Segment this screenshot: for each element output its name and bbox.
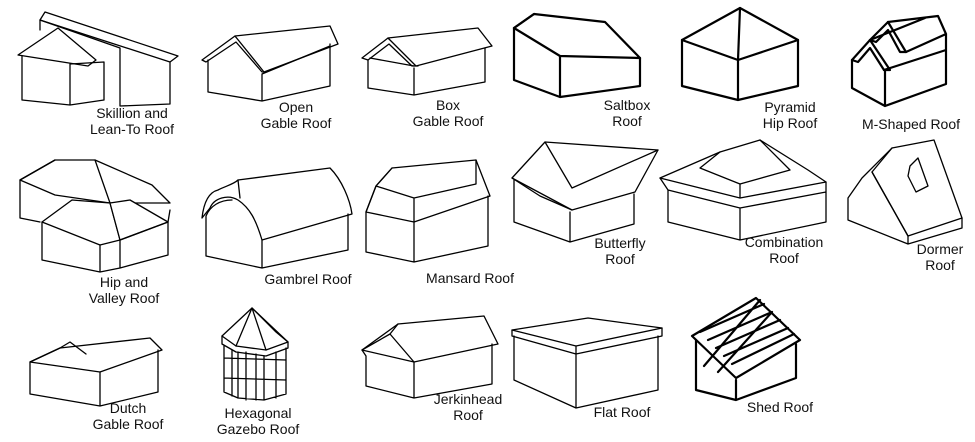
flat-roof-drawing: [511, 317, 663, 409]
open-gable-roof-drawing: [201, 25, 339, 102]
mansard-roof-drawing: [365, 159, 491, 263]
roof-label: Flat Roof: [594, 404, 651, 420]
butterfly-roof-drawing: [511, 141, 659, 243]
box-gable-roof-drawing: [361, 27, 493, 96]
dormer-roof-drawing: [847, 139, 963, 245]
roof-label: Gambrel Roof: [264, 271, 351, 287]
hexagonal-gazebo-roof-drawing: [221, 307, 289, 401]
gambrel-roof-drawing: [201, 167, 353, 269]
roof-label: M-Shaped Roof: [862, 116, 960, 132]
combination-roof-drawing: [659, 139, 827, 241]
m-shaped-roof-drawing: [850, 14, 948, 108]
roof-label: Mansard Roof: [426, 270, 514, 286]
hip-and-valley-roof-drawing: [19, 159, 171, 273]
shed-roof-drawing: [690, 296, 802, 402]
roof-label: Shed Roof: [747, 399, 813, 415]
jerkinhead-roof-drawing: [361, 315, 499, 399]
saltbox-roof-drawing: [512, 12, 642, 99]
dutch-gable-roof-drawing: [29, 337, 163, 407]
pyramid-hip-roof-drawing: [680, 6, 800, 102]
skillion-lean-to-roof-drawing: [17, 11, 179, 107]
